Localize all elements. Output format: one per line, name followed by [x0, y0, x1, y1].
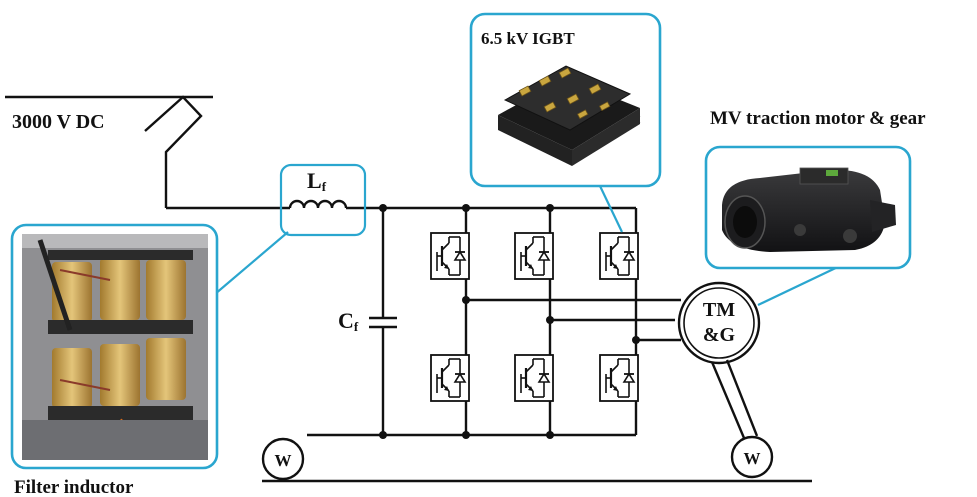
motor-callout-label: MV traction motor & gear	[710, 108, 926, 129]
igbt-switch-upper-1	[429, 231, 471, 281]
inductor-label: Lf	[307, 168, 327, 194]
igbt-switch-lower-1	[429, 353, 471, 403]
igbt-switch-lower-3	[598, 353, 640, 403]
inductor-callout	[10, 223, 219, 470]
motor-label-line2: &G	[703, 324, 736, 346]
traction-motor: TM &G	[677, 281, 761, 439]
junction-nodes	[379, 204, 640, 439]
motor-label-line1: TM	[703, 299, 735, 321]
motor-callout	[704, 145, 912, 270]
wheel-right-label: W	[744, 449, 761, 468]
wheel-left-label: W	[275, 451, 292, 470]
igbt-callout-leader	[599, 185, 623, 233]
igbt-callout-label: 6.5 kV IGBT	[481, 29, 575, 48]
inductor-coil	[288, 199, 348, 209]
inductor-callout-box	[279, 163, 367, 237]
igbt-switch-upper-2	[513, 231, 555, 281]
igbt-callout: 6.5 kV IGBT	[469, 12, 662, 188]
wheel-right: W	[730, 435, 774, 479]
dc-supply-label: 3000 V DC	[12, 111, 105, 133]
filter-callout-label: Filter inductor	[14, 477, 134, 497]
motor-callout-leader	[757, 264, 843, 306]
igbt-switch-upper-3	[598, 231, 640, 281]
wheel-left: W	[261, 437, 305, 481]
filter-inductor-photo	[22, 234, 208, 460]
igbt-module-photo	[498, 65, 641, 166]
igbt-switch-lower-2	[513, 353, 555, 403]
dc-supply: 3000 V DC	[5, 95, 213, 208]
inductor-callout-leader	[207, 231, 289, 301]
main-circuit: Lf Cf	[166, 168, 681, 439]
capacitor-label: Cf	[338, 308, 359, 334]
traction-motor-gear-photo	[722, 167, 896, 252]
